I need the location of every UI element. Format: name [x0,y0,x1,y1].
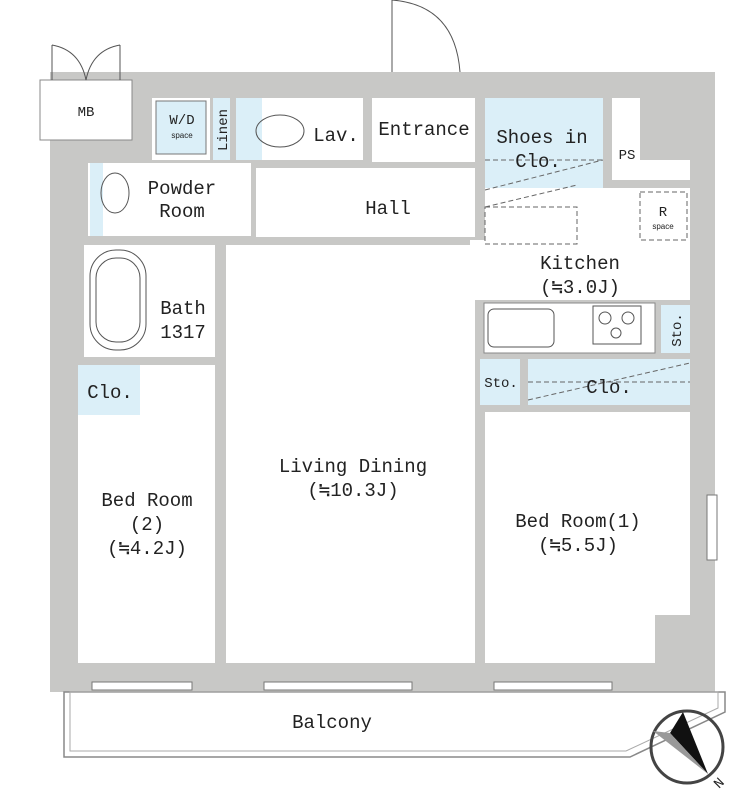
kitchen-sto [661,305,690,353]
label-r: R [659,205,668,221]
label-bed2: Bed Room [101,490,192,512]
compass-north-label: N [711,775,728,792]
window [91,681,193,691]
balcony-inner-line [69,691,719,752]
label-powder-room: Room [159,201,205,223]
entrance-door [391,0,461,73]
label-ps: PS [619,148,636,164]
powder-storage [90,163,103,236]
label-bed2-size: (≒4.2J) [107,538,187,560]
burner-icon [610,327,622,339]
balcony [63,691,726,758]
closet-marking [484,159,691,401]
label-bath-size: 1317 [160,322,206,344]
label-hall: Hall [365,198,411,220]
label-mb: MB [78,105,95,121]
mb-door [51,44,121,81]
bedroom-1 [485,412,690,663]
hall-room [256,168,475,237]
label-living-size: (≒10.3J) [307,480,398,502]
powder-room [88,163,251,236]
stove-icon [592,305,642,345]
toilet-icon [255,114,305,148]
linen-closet [213,98,230,160]
window [706,494,718,561]
label-clo-kitchen: Clo. [586,377,632,399]
label-bed2-num: (2) [130,514,164,536]
bath-room [84,245,215,357]
label-linen: Linen [216,109,232,151]
label-clo-bed2: Clo. [87,382,133,404]
kitchen-sink-icon [487,308,555,348]
window [493,681,613,691]
mb-room [39,79,133,141]
living-dining-room [226,245,475,663]
entrance-room [372,98,475,162]
sto-closet [480,359,520,405]
label-living: Living Dining [279,456,427,478]
label-shoes: Shoes in [496,127,587,149]
label-sto-kitchen: Sto. [670,313,686,347]
label-kitchen: Kitchen [540,253,620,275]
label-entrance: Entrance [378,119,469,141]
label-kitchen-size: (≒3.0J) [540,277,620,299]
label-bed1: Bed Room(1) [515,511,640,533]
kitchen-counter [483,302,656,354]
window [263,681,413,691]
sink-icon [100,172,130,214]
bathtub-inner [95,257,141,343]
compass-icon: N [649,709,729,793]
wd-space [155,100,207,155]
label-bath: Bath [160,298,206,320]
ps-room [612,98,690,180]
label-lav: Lav. [313,125,359,147]
label-powder: Powder [148,178,216,200]
burner-icon [621,311,635,325]
label-wd-space: space [171,131,193,140]
burner-icon [598,311,612,325]
label-sto: Sto. [484,376,518,392]
clo-bed2 [78,365,140,415]
kitchen-open [470,240,500,300]
label-wd: W/D [169,113,194,129]
label-bed1-size: (≒5.5J) [538,535,618,557]
bathtub-icon [89,249,147,351]
label-r-space: space [652,222,674,231]
label-balcony: Balcony [292,712,372,734]
lav-storage [236,98,262,160]
shoes-closet [485,98,603,196]
label-shoes-clo: Clo. [515,151,561,173]
